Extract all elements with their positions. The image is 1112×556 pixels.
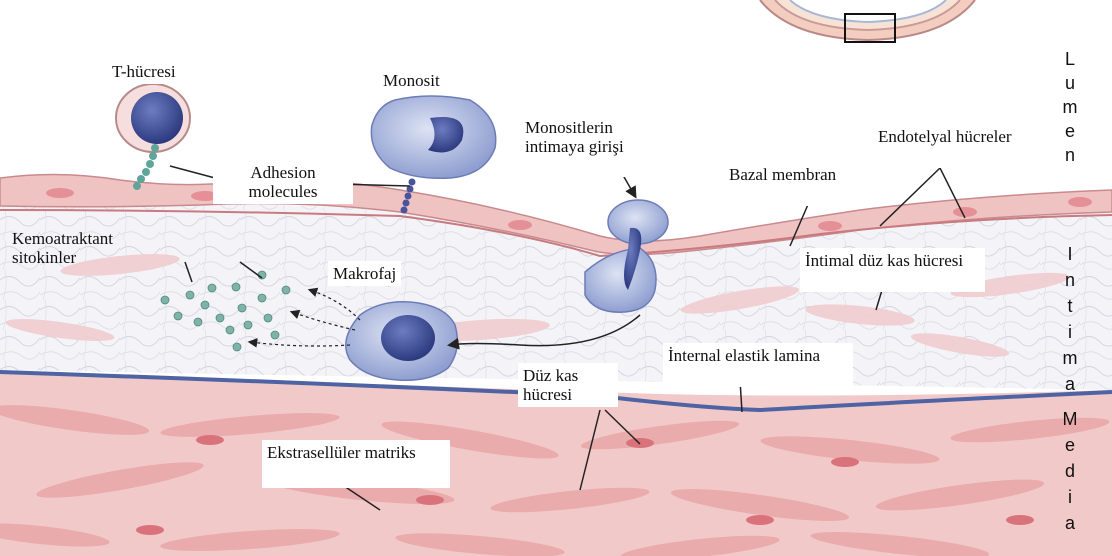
region-letter: a [1058, 375, 1082, 401]
region-letter: a [1058, 514, 1082, 540]
region-letter: t [1058, 297, 1082, 323]
region-letter: M [1058, 410, 1082, 436]
region-letter: n [1058, 271, 1082, 297]
region-letter: e [1058, 122, 1082, 146]
label-basal-membrane: Bazal membran [724, 162, 846, 206]
region-letter: L [1058, 50, 1082, 74]
label-internal-elastic-lamina: İnternal elastik lamina [663, 343, 853, 387]
region-letter: m [1058, 98, 1082, 122]
label-smooth-muscle-cell: Düz kas hücresi [518, 363, 618, 407]
label-extracellular-matrix: Ekstrasellüler matriks [262, 440, 450, 488]
label-adhesion-molecules: Adhesion molecules [213, 160, 353, 204]
label-chemokines: Kemoatraktant sitokinler [7, 226, 167, 270]
label-intimal-smc: İntimal düz kas hücresi [800, 248, 985, 292]
region-letter: e [1058, 436, 1082, 462]
region-letter: m [1058, 349, 1082, 375]
label-monocyte-entry: Monositlerin intimaya girişi [520, 115, 675, 177]
label-endothelial-cells: Endotelyal hücreler [873, 124, 1033, 168]
region-letter: d [1058, 462, 1082, 488]
label-t-cell: T-hücresi [107, 59, 181, 84]
region-letter: I [1058, 245, 1082, 271]
macrophage [346, 302, 458, 380]
region-letter: n [1058, 146, 1082, 170]
label-monocyte: Monosit [378, 68, 445, 93]
region-letter: i [1058, 323, 1082, 349]
region-letter: u [1058, 74, 1082, 98]
region-letter: i [1058, 488, 1082, 514]
label-macrophage: Makrofaj [328, 261, 401, 286]
